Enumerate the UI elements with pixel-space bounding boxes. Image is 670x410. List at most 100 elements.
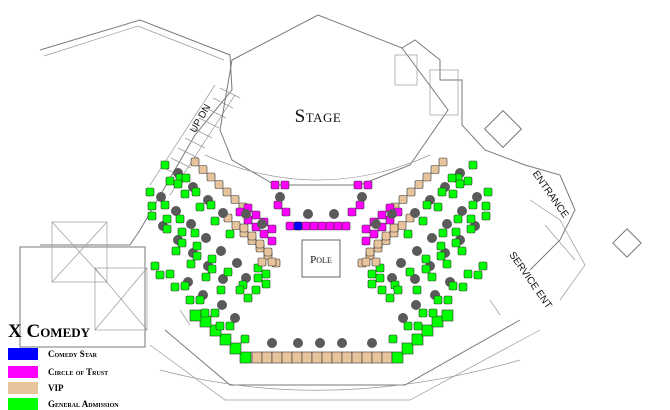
general-admission-seat[interactable]	[185, 295, 195, 305]
vip-seat[interactable]	[389, 223, 399, 233]
general-admission-seat[interactable]	[160, 200, 170, 210]
general-admission-seat[interactable]	[170, 282, 180, 292]
circle-of-trust-seat[interactable]	[301, 221, 311, 231]
vip-seat[interactable]	[257, 257, 267, 267]
general-admission-seat[interactable]	[463, 176, 473, 186]
general-admission-seat[interactable]	[473, 270, 483, 280]
circle-of-trust-seat[interactable]	[363, 180, 373, 190]
general-admission-seat[interactable]	[200, 308, 210, 318]
general-admission-seat[interactable]	[403, 229, 413, 239]
vip-seat[interactable]	[214, 180, 224, 189]
comedy-star-seat[interactable]	[293, 221, 303, 231]
front-vip-seat[interactable]	[291, 351, 303, 364]
general-admission-seat[interactable]	[177, 227, 187, 237]
general-admission-seat[interactable]	[466, 224, 476, 234]
general-admission-seat[interactable]	[437, 187, 447, 197]
circle-of-trust-seat[interactable]	[325, 221, 335, 231]
general-admission-seat[interactable]	[195, 202, 205, 212]
general-admission-seat[interactable]	[478, 261, 488, 271]
general-admission-seat[interactable]	[448, 189, 458, 199]
general-admission-seat[interactable]	[427, 272, 437, 282]
circle-of-trust-seat[interactable]	[285, 221, 295, 231]
general-admission-seat[interactable]	[448, 281, 458, 291]
vip-seat[interactable]	[230, 195, 240, 204]
general-admission-seat[interactable]	[207, 264, 217, 274]
vip-seat[interactable]	[381, 231, 391, 241]
vip-seat[interactable]	[406, 187, 416, 197]
general-admission-seat[interactable]	[261, 269, 271, 279]
general-admission-seat[interactable]	[433, 202, 443, 212]
general-admission-seat[interactable]	[216, 285, 226, 295]
general-admission-seat[interactable]	[235, 285, 245, 295]
general-admission-seat[interactable]	[375, 273, 385, 283]
general-admission-seat[interactable]	[190, 228, 200, 238]
circle-of-trust-seat[interactable]	[280, 180, 290, 190]
vip-seat[interactable]	[371, 257, 381, 267]
front-general-seat[interactable]	[431, 315, 444, 328]
general-admission-seat[interactable]	[201, 272, 211, 282]
front-general-seat[interactable]	[441, 309, 454, 322]
general-admission-seat[interactable]	[162, 224, 172, 234]
front-vip-seat[interactable]	[381, 351, 393, 364]
front-general-seat[interactable]	[421, 324, 434, 337]
front-vip-seat[interactable]	[251, 351, 263, 364]
general-admission-seat[interactable]	[455, 179, 465, 189]
general-admission-seat[interactable]	[243, 293, 253, 303]
general-admission-seat[interactable]	[177, 238, 187, 248]
circle-of-trust-seat[interactable]	[259, 229, 269, 239]
general-admission-seat[interactable]	[186, 259, 196, 269]
circle-of-trust-seat[interactable]	[281, 207, 291, 217]
general-admission-seat[interactable]	[145, 187, 155, 197]
general-admission-seat[interactable]	[463, 269, 473, 279]
general-admission-seat[interactable]	[468, 160, 478, 170]
general-admission-seat[interactable]	[442, 259, 452, 269]
general-admission-seat[interactable]	[468, 200, 478, 210]
circle-of-trust-seat[interactable]	[317, 221, 327, 231]
general-admission-seat[interactable]	[147, 211, 157, 221]
general-admission-seat[interactable]	[147, 201, 157, 211]
general-admission-seat[interactable]	[385, 293, 395, 303]
general-admission-seat[interactable]	[261, 279, 271, 289]
front-general-seat[interactable]	[219, 333, 232, 346]
vip-seat[interactable]	[361, 257, 371, 267]
general-admission-seat[interactable]	[412, 285, 422, 295]
front-general-seat[interactable]	[199, 315, 212, 328]
front-general-seat[interactable]	[209, 324, 222, 337]
circle-of-trust-seat[interactable]	[355, 200, 365, 210]
general-admission-seat[interactable]	[191, 187, 201, 197]
general-admission-seat[interactable]	[418, 308, 428, 318]
general-admission-seat[interactable]	[192, 241, 202, 251]
vip-seat[interactable]	[267, 257, 277, 267]
circle-of-trust-seat[interactable]	[273, 200, 283, 210]
general-admission-seat[interactable]	[180, 189, 190, 199]
general-admission-seat[interactable]	[428, 308, 438, 318]
general-admission-seat[interactable]	[433, 295, 443, 305]
general-admission-seat[interactable]	[251, 285, 261, 295]
general-admission-seat[interactable]	[210, 216, 220, 226]
front-vip-seat[interactable]	[371, 351, 383, 364]
general-admission-seat[interactable]	[155, 270, 165, 280]
general-admission-seat[interactable]	[165, 176, 175, 186]
general-admission-seat[interactable]	[458, 282, 468, 292]
vip-seat[interactable]	[247, 231, 257, 241]
vip-seat[interactable]	[414, 180, 424, 189]
circle-of-trust-seat[interactable]	[267, 236, 277, 246]
front-vip-seat[interactable]	[271, 351, 283, 364]
vip-seat[interactable]	[231, 221, 241, 230]
general-admission-seat[interactable]	[466, 214, 476, 224]
front-vip-seat[interactable]	[341, 351, 353, 364]
front-general-seat[interactable]	[411, 333, 424, 346]
circle-of-trust-seat[interactable]	[309, 221, 319, 231]
vip-seat[interactable]	[422, 172, 432, 182]
general-admission-seat[interactable]	[447, 173, 457, 183]
general-admission-seat[interactable]	[207, 254, 217, 264]
general-admission-seat[interactable]	[240, 334, 250, 344]
general-admission-seat[interactable]	[388, 334, 398, 344]
general-admission-seat[interactable]	[453, 214, 463, 224]
general-admission-seat[interactable]	[367, 269, 377, 279]
front-general-seat[interactable]	[189, 309, 202, 322]
general-admission-seat[interactable]	[405, 267, 415, 277]
general-admission-seat[interactable]	[436, 241, 446, 251]
general-admission-seat[interactable]	[171, 246, 181, 256]
circle-of-trust-seat[interactable]	[333, 221, 343, 231]
